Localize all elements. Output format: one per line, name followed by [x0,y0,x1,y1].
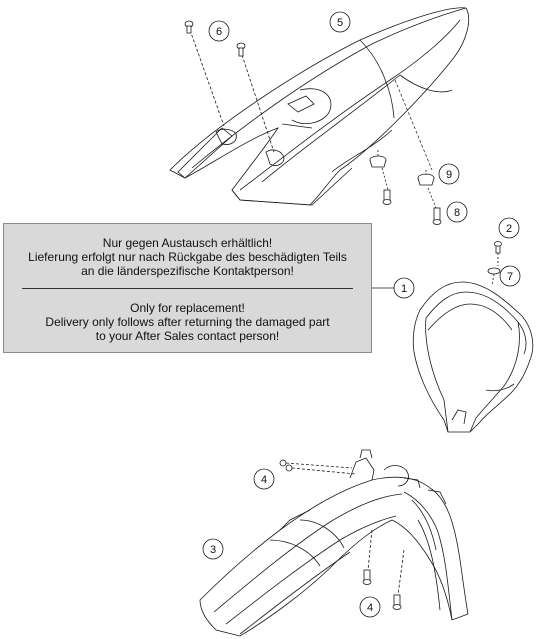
grommet-9 [369,150,435,186]
note-german-line: Lieferung erfolgt nur nach Rückgabe des … [28,250,347,264]
callout-9: 9 [438,163,460,185]
callout-1: 1 [393,277,415,299]
screw-6-left [184,20,225,127]
note-german: Nur gegen Austausch erhältlich! Lieferun… [4,236,371,278]
callout-6: 6 [208,20,230,42]
callout-8-label: 8 [454,207,460,219]
note-english-line: Only for replacement! [130,301,245,315]
screw-2 [494,241,502,266]
callout-5: 5 [329,11,351,33]
note-german-line: an die länderspezifische Kontaktperson! [81,264,294,278]
callout-2: 2 [498,217,520,239]
callout-1-label: 1 [401,283,407,295]
callout-9-label: 9 [446,169,452,181]
callout-7: 7 [499,265,521,287]
note-english-line: to your After Sales contact person! [95,329,280,343]
washer-7 [487,267,501,286]
callout-6-label: 6 [216,26,222,38]
screw-4-top [279,459,357,475]
callout-4-top: 4 [253,468,275,490]
rear-fender [169,7,469,206]
note-english-line: Delivery only follows after returning th… [45,315,330,329]
callout-4-bottom-label: 4 [367,602,373,614]
screw-8 [381,167,442,225]
note-divider [22,288,353,289]
leader-5 [394,79,433,171]
screw-6-right [236,42,275,153]
screw-4-bottom [362,529,405,610]
callout-5-label: 5 [337,17,343,29]
callout-4-top-label: 4 [261,474,267,486]
note-german-line: Nur gegen Austausch erhältlich! [102,236,273,250]
callout-3-label: 3 [210,544,216,556]
callout-4-bottom: 4 [359,596,381,618]
headlight-mask [412,281,534,433]
callout-7-label: 7 [507,271,513,283]
replacement-note: Nur gegen Austausch erhältlich! Lieferun… [3,223,372,353]
callout-3: 3 [202,538,224,560]
front-fender [199,449,469,637]
callout-8: 8 [446,201,468,223]
note-english: Only for replacement! Delivery only foll… [4,301,371,343]
callout-2-label: 2 [506,223,512,235]
